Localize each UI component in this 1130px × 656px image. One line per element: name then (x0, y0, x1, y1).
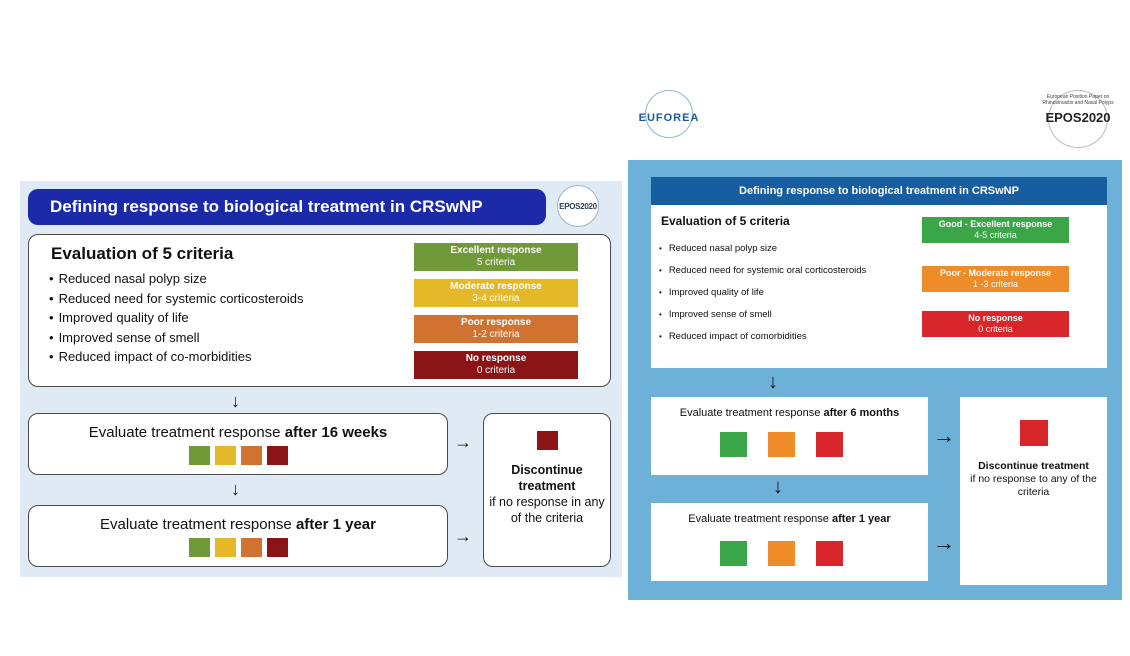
badge-label: No response (465, 353, 527, 364)
euforea-logo: EUFOREA (633, 90, 705, 152)
badge-label: Moderate response (450, 281, 542, 292)
left-moderate-response-badge: Moderate response 3-4 criteria (414, 279, 578, 307)
epos2020-logo: European Position Paper on Rhinosinusiti… (1040, 88, 1116, 150)
right-criteria-list: Reduced nasal polyp size Reduced need fo… (659, 238, 866, 348)
moderate-square (215, 538, 236, 557)
response-squares (189, 446, 293, 465)
badge-detail: 5 criteria (476, 257, 516, 268)
badge-detail: 4-5 criteria (974, 230, 1017, 240)
badge-detail: 0 criteria (978, 324, 1013, 334)
response-squares (189, 538, 293, 557)
badge-detail: 1-2 criteria (472, 329, 520, 340)
evaluate-label: Evaluate treatment response after 1 year (688, 513, 891, 525)
criterion-item: Reduced nasal polyp size (49, 269, 304, 289)
evaluate-label: Evaluate treatment response after 1 year (99, 516, 376, 533)
criterion-item: Reduced nasal polyp size (659, 238, 866, 260)
criterion-item: Reduced need for systemic oral corticost… (659, 260, 866, 282)
left-excellent-response-badge: Excellent response 5 criteria (414, 243, 578, 271)
epos2020-small-logo-text: EPOS2020 (559, 201, 597, 211)
criterion-item: Improved sense of smell (49, 328, 304, 348)
discontinue-text: Discontinue treatment if no response to … (970, 460, 1097, 498)
epos-tagline: European Position Paper on Rhinosinusiti… (1042, 94, 1114, 106)
poor-square (241, 446, 262, 465)
evaluate-label: Evaluate treatment response after 16 wee… (88, 424, 388, 441)
discontinue-text: Discontinue treatment if no response in … (489, 463, 605, 525)
down-arrow-icon: ↓ (231, 391, 240, 411)
criterion-item: Reduced need for systemic corticosteroid… (49, 289, 304, 309)
right-arrow-icon: → (454, 432, 472, 452)
no-response-square (816, 432, 843, 457)
evaluate-label: Evaluate treatment response after 6 mont… (679, 407, 900, 419)
moderate-square (768, 432, 795, 457)
left-criteria-list: Reduced nasal polyp size Reduced need fo… (49, 269, 304, 367)
poor-square (241, 538, 262, 557)
good-square (720, 541, 747, 566)
right-criteria-box: Evaluation of 5 criteria Reduced nasal p… (651, 205, 1107, 368)
right-criteria-heading: Evaluation of 5 criteria (661, 214, 790, 228)
epos2020-small-logo: EPOS2020 (557, 185, 599, 227)
excellent-square (189, 446, 210, 465)
right-no-response-badge: No response 0 criteria (922, 311, 1069, 337)
criterion-item: Reduced impact of comorbidities (659, 326, 866, 348)
right-good-response-badge: Good - Excellent response 4-5 criteria (922, 217, 1069, 243)
no-response-square (1020, 420, 1048, 446)
badge-label: Poor response (460, 317, 532, 328)
left-discontinue-box: Discontinue treatment if no response in … (483, 413, 611, 567)
badge-label: Good - Excellent response (938, 219, 1053, 229)
moderate-square (215, 446, 236, 465)
left-poor-response-badge: Poor response 1-2 criteria (414, 315, 578, 343)
good-square (720, 432, 747, 457)
euforea-emblem-icon (645, 90, 693, 138)
criterion-item: Improved quality of life (49, 308, 304, 328)
left-evaluate-16-weeks-box: Evaluate treatment response after 16 wee… (28, 413, 448, 475)
left-evaluate-1-year-box: Evaluate treatment response after 1 year (28, 505, 448, 567)
badge-detail: 3-4 criteria (472, 293, 520, 304)
no-response-square (267, 538, 288, 557)
right-diagram-title: Defining response to biological treatmen… (651, 177, 1107, 205)
down-arrow-icon: ↓ (768, 371, 778, 393)
right-evaluate-1-year-box: Evaluate treatment response after 1 year (651, 503, 928, 581)
badge-detail: 1 -3 criteria (972, 279, 1018, 289)
criterion-item: Improved quality of life (659, 282, 866, 304)
epos-circle-icon (1048, 90, 1108, 148)
left-criteria-heading: Evaluation of 5 criteria (51, 244, 234, 263)
right-moderate-response-badge: Poor - Moderate response 1 -3 criteria (922, 266, 1069, 292)
badge-label: No response (968, 313, 1023, 323)
down-arrow-icon: ↓ (231, 479, 240, 499)
criterion-item: Reduced impact of co-morbidities (49, 347, 304, 367)
left-no-response-badge: No response 0 criteria (414, 351, 578, 379)
down-arrow-icon: ↓ (773, 476, 783, 498)
right-arrow-icon: → (454, 526, 472, 546)
badge-label: Excellent response (450, 245, 542, 256)
criterion-item: Improved sense of smell (659, 304, 866, 326)
right-arrow-icon: → (933, 530, 955, 555)
euforea-logo-text: EUFOREA (638, 112, 700, 124)
no-response-square (816, 541, 843, 566)
right-discontinue-box: Discontinue treatment if no response to … (960, 397, 1107, 585)
right-evaluate-6-months-box: Evaluate treatment response after 6 mont… (651, 397, 928, 475)
moderate-square (768, 541, 795, 566)
excellent-square (189, 538, 210, 557)
no-response-square (537, 431, 558, 450)
no-response-square (267, 446, 288, 465)
badge-label: Poor - Moderate response (939, 268, 1052, 278)
epos-logo-text: EPOS2020 (1045, 110, 1111, 125)
right-arrow-icon: → (933, 423, 955, 448)
badge-detail: 0 criteria (476, 365, 516, 376)
left-diagram-title: Defining response to biological treatmen… (28, 189, 546, 225)
